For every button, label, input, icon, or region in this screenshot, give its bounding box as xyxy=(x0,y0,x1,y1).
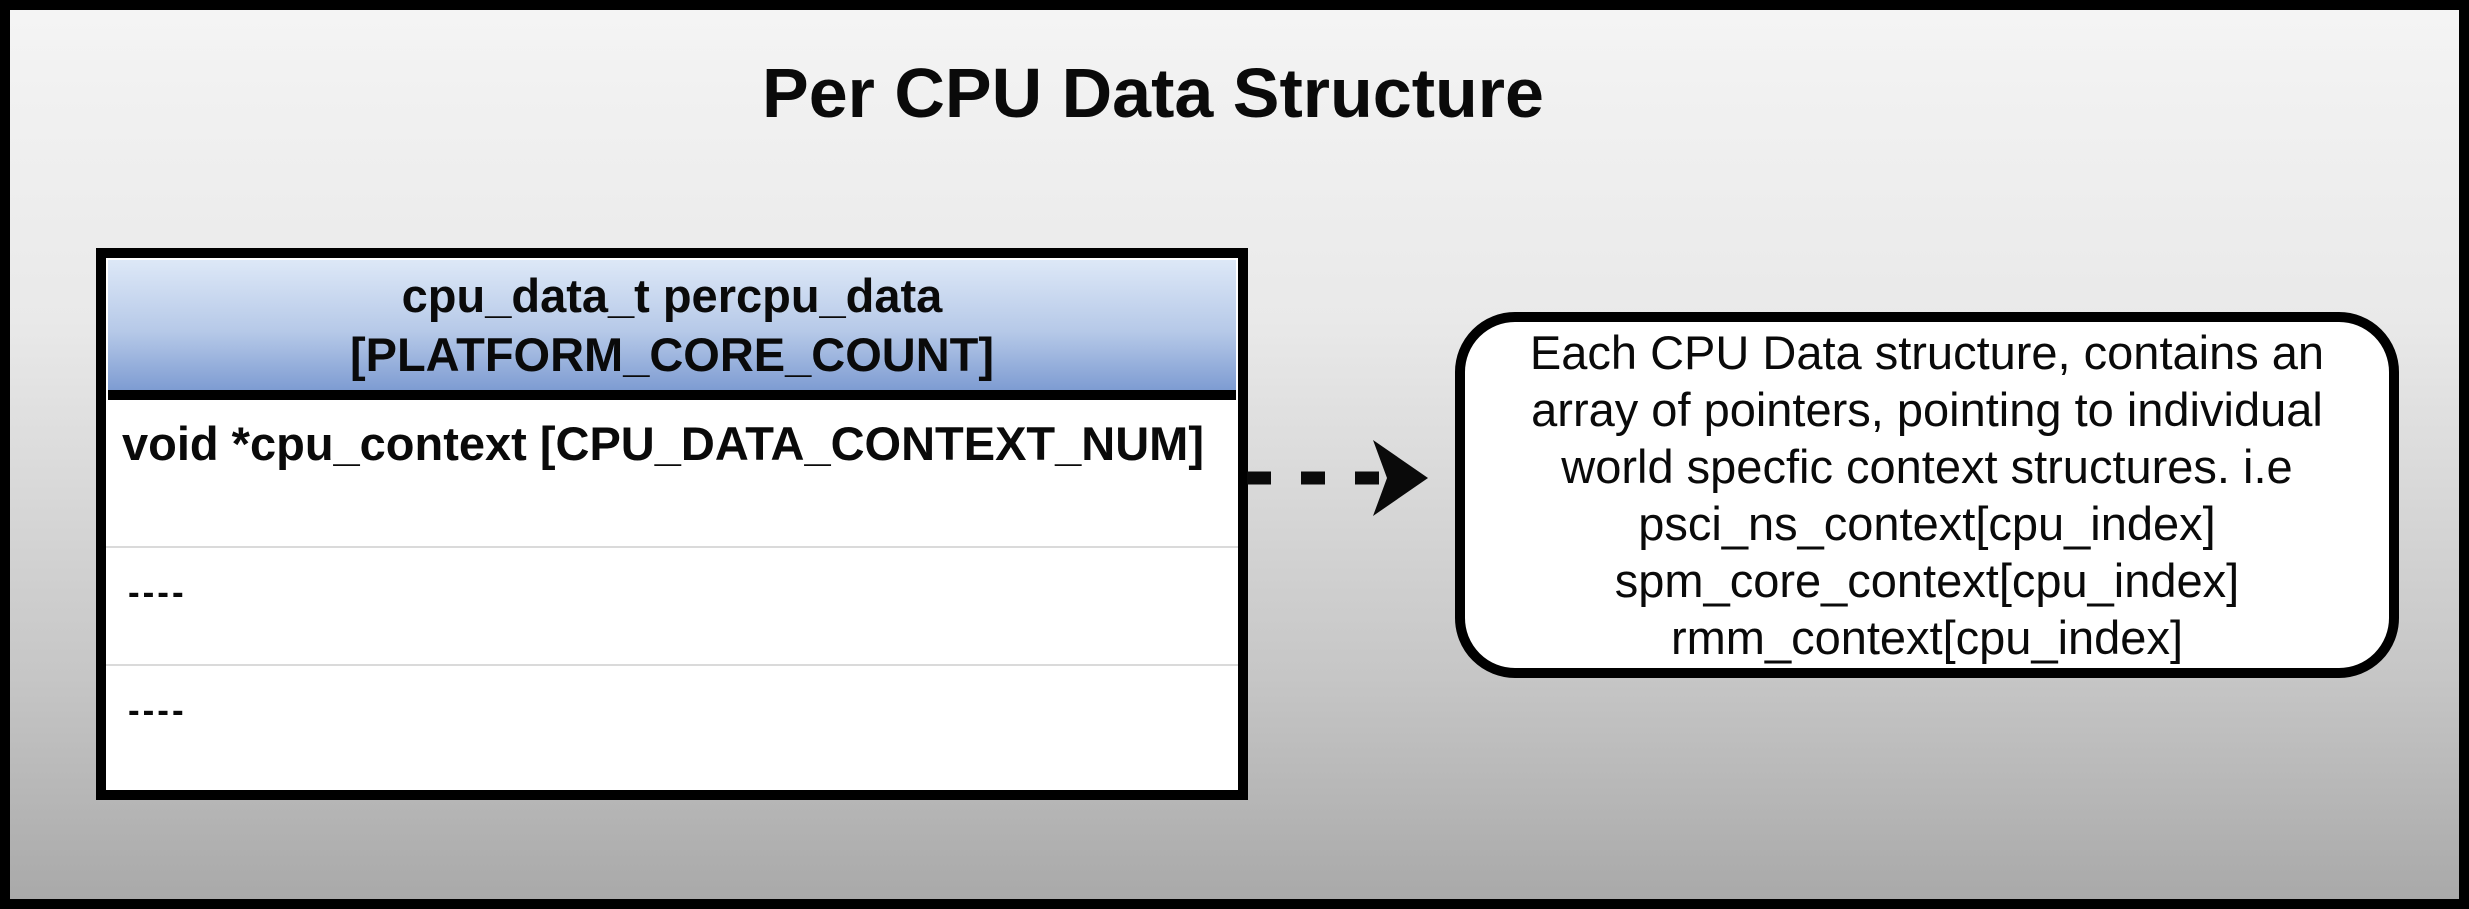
table-header: cpu_data_t percpu_data [PLATFORM_CORE_CO… xyxy=(108,260,1236,400)
table-row-placeholder-2: ---- xyxy=(106,666,1238,780)
row-divider xyxy=(106,664,1238,666)
callout-line: array of pointers, pointing to individua… xyxy=(1531,383,2323,436)
callout-line: psci_ns_context[cpu_index] xyxy=(1638,497,2216,550)
table-header-line2: [PLATFORM_CORE_COUNT] xyxy=(349,328,995,381)
table-row-cpu-context-label: void *cpu_context [CPU_DATA_CONTEXT_NUM] xyxy=(122,417,1204,470)
callout-line: rmm_context[cpu_index] xyxy=(1670,611,2184,664)
table-row-placeholder-1-label: ---- xyxy=(128,573,187,612)
callout-line: spm_core_context[cpu_index] xyxy=(1614,554,2240,607)
cpu-data-struct-table: cpu_data_t percpu_data [PLATFORM_CORE_CO… xyxy=(96,248,1248,800)
table-row-cpu-context: void *cpu_context [CPU_DATA_CONTEXT_NUM] xyxy=(106,400,1238,546)
dashed-right-arrow-icon xyxy=(1247,440,1428,516)
callout-line: Each CPU Data structure, contains an xyxy=(1529,326,2325,379)
page-title: Per CPU Data Structure xyxy=(762,54,1544,132)
row-divider xyxy=(106,546,1238,548)
table-header-line1: cpu_data_t percpu_data xyxy=(401,269,943,322)
callout-note: Each CPU Data structure, contains an arr… xyxy=(1455,312,2399,678)
table-row-placeholder-2-label: ---- xyxy=(128,691,187,730)
callout-line: world specfic context structures. i.e xyxy=(1561,440,2293,493)
table-row-placeholder-1: ---- xyxy=(106,548,1238,664)
